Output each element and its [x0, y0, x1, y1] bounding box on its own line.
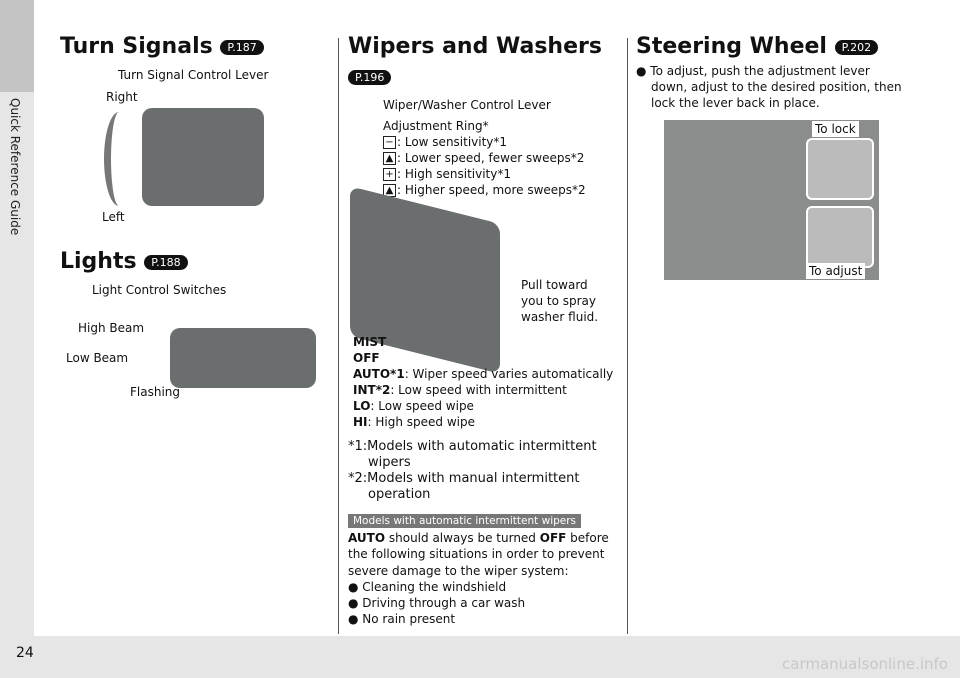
bullet: ● Cleaning the windshield: [348, 579, 507, 594]
bullet: ● No rain present: [348, 612, 456, 627]
turn-signal-lever-image: [142, 108, 264, 206]
pull-label: Pull toward you to spray washer fluid.: [521, 278, 599, 324]
page-number: 24: [16, 645, 34, 661]
ring-item: ▲: Higher speed, more sweeps*2: [383, 182, 586, 198]
label-flashing: Flashing: [130, 385, 181, 399]
wipers-heading: Wipers and Washers: [348, 34, 602, 59]
minus-icon: −: [383, 136, 396, 149]
page-ref-link[interactable]: P.202: [834, 39, 879, 55]
caption: Wiper/Washer Control Lever: [383, 98, 551, 112]
sidebar-label: Quick Reference Guide: [8, 98, 22, 236]
mode-int: INT*2: Low speed with intermittent: [353, 383, 567, 397]
ring-item: +: High sensitivity*1: [383, 166, 511, 182]
lights-heading: Lights P.188: [60, 249, 188, 274]
section-tab: [0, 0, 34, 92]
bullet: ● Driving through a car wash: [348, 596, 526, 611]
drop-icon: ▲: [383, 152, 396, 165]
mode-off: OFF: [353, 351, 380, 365]
wiper-caution: AUTO should always be turned OFF before …: [348, 531, 609, 627]
caption: Light Control Switches: [92, 283, 227, 297]
arrow-icon: [104, 112, 134, 206]
label-high-beam: High Beam: [78, 321, 145, 335]
mode-lo: LO: Low speed wipe: [353, 399, 474, 413]
steering-heading: Steering Wheel P.202: [636, 34, 879, 59]
page-ref-link[interactable]: P.187: [220, 39, 264, 55]
adjust-inset: [806, 206, 874, 268]
light-switch-image: [170, 328, 316, 388]
mode-mist: MIST: [353, 335, 387, 349]
column-divider: [627, 38, 628, 634]
mode-auto: AUTO*1: Wiper speed varies automatically: [353, 367, 614, 381]
plus-icon: +: [383, 168, 396, 181]
model-tag: Models with automatic intermittent wiper…: [348, 514, 582, 528]
to-lock-label: To lock: [812, 121, 859, 137]
page-ref-link[interactable]: P.196: [348, 69, 392, 85]
watermark: carmanualsonline.info: [782, 655, 948, 673]
label-right: Right: [106, 90, 138, 104]
turn-signals-heading: Turn Signals P.187: [60, 34, 264, 59]
mode-hi: HI: High speed wipe: [353, 415, 475, 429]
caption: Turn Signal Control Lever: [118, 68, 269, 82]
adjustment-ring-label: Adjustment Ring*: [383, 119, 489, 133]
ring-item: −: Low sensitivity*1: [383, 134, 507, 150]
footer-band: [0, 636, 960, 678]
ring-item: ▲: Lower speed, fewer sweeps*2: [383, 150, 584, 166]
label-left: Left: [102, 210, 125, 224]
lock-inset: [806, 138, 874, 200]
sidebar: [0, 0, 34, 636]
page-ref-link[interactable]: P.188: [144, 254, 188, 270]
label-low-beam: Low Beam: [66, 351, 129, 365]
wipers-ref: P.196: [348, 64, 392, 89]
steering-bullet: ● To adjust, push the adjustment lever d…: [636, 64, 902, 110]
to-adjust-label: To adjust: [806, 263, 866, 279]
column-divider: [338, 38, 339, 634]
